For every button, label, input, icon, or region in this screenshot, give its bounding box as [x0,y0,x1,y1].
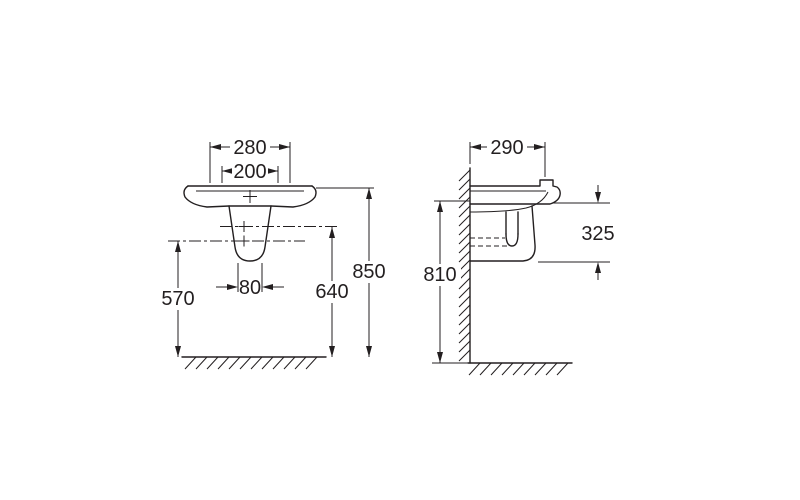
arrow-left-icon [210,144,221,150]
arrow-down-icon [329,346,335,357]
trap-u-bend [505,233,519,247]
dim-mask [311,281,353,303]
dim-mask [348,261,390,283]
basin-side-outline [469,179,561,205]
dim-underside-height: 810 [419,200,470,364]
wall-hatch [458,169,471,362]
dim-label-200: 200 [233,161,266,183]
basin-bowl-line [469,191,549,213]
ext-lines [469,142,546,177]
arrow-up-icon [366,188,372,199]
arrow-up-icon [595,262,601,273]
pedestal-front-outline [228,205,272,262]
dim-mask [232,161,268,181]
arrow-down-icon [437,352,443,363]
pedestal-side-outline [469,205,536,262]
arrow-right-icon [279,144,290,150]
side-view: 290 810 325 [419,136,615,376]
arrow-right-icon [227,284,238,290]
ext-lines [209,142,291,183]
front-view: 280 200 80 570 [157,136,390,370]
arrow-left-icon [262,284,273,290]
ext-lines [221,166,279,183]
dim-label-325: 325 [581,223,614,245]
arrow-down-icon [595,192,601,203]
dim-label-280: 280 [233,137,266,159]
basin-front-right-end [270,185,317,208]
dim-mask [487,136,527,158]
arrow-right-icon [267,168,278,174]
dim-label-850: 850 [352,261,385,283]
dim-rim-height: 850 [316,187,390,357]
arrow-up-icon [175,241,181,252]
dim-mask [157,288,199,310]
dim-mask [419,264,461,286]
arrow-up-icon [437,201,443,212]
dim-label-570: 570 [161,288,194,310]
arrow-down-icon [175,346,181,357]
dim-right-height: 640 [311,227,353,357]
dim-label-810: 810 [423,264,456,286]
dim-semipedestal-height: 325 [538,185,615,280]
floor-hatch-front [184,356,318,370]
arrow-right-icon [534,144,545,150]
dim-tap-center-width: 200 [221,161,279,183]
dim-top-width: 280 [209,136,291,183]
dim-fixing-width: 80 [216,263,284,299]
trap-down-pipe [505,211,519,235]
ext-lines [237,263,263,292]
arrow-down-icon [366,346,372,357]
arrow-left-icon [470,144,481,150]
dim-left-height: 570 [157,241,199,357]
dim-label-80: 80 [239,277,261,299]
floor-hatch-side [468,362,569,376]
trap-outlet-hidden [470,237,510,247]
arrow-left-icon [222,168,233,174]
tap-hole-cross-icon [243,190,257,203]
dim-label-290: 290 [490,137,523,159]
dim-depth: 290 [469,136,546,177]
arrow-up-icon [329,227,335,238]
dim-mask [230,136,270,158]
basin-front-left-end [183,185,230,208]
dim-label-640: 640 [315,281,348,303]
